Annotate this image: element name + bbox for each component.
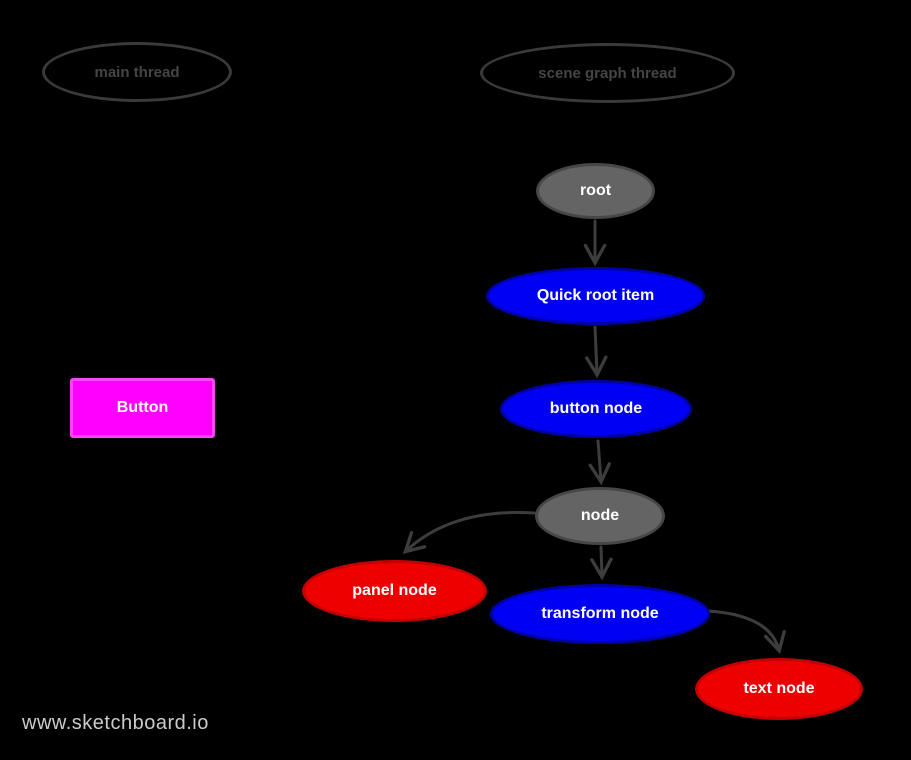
node-button-node[interactable]: button node [500, 380, 692, 438]
node-text-node-label: text node [743, 680, 815, 697]
edge-transform-node-to-text-node[interactable] [706, 609, 786, 655]
edge-quick-root-item-to-button-node[interactable] [585, 325, 608, 379]
node-transform-node-label: transform node [541, 605, 659, 622]
node-button-node-label: button node [549, 400, 643, 417]
button-rect[interactable]: Button [70, 378, 215, 438]
node-panel-node[interactable]: panel node [302, 560, 487, 622]
scene-graph-thread-label: scene graph thread [538, 64, 677, 82]
edge-button-node-to-node[interactable] [588, 439, 611, 486]
scene-graph-thread-oval[interactable]: scene graph thread [480, 43, 735, 103]
node-node[interactable]: node [535, 487, 665, 545]
node-panel-node-label: panel node [352, 582, 437, 599]
main-thread-label: main thread [94, 63, 180, 81]
node-transform-node[interactable]: transform node [490, 584, 710, 644]
main-thread-oval[interactable]: main thread [42, 42, 232, 102]
node-quick-root-item-label: Quick root item [536, 287, 655, 304]
node-quick-root-item[interactable]: Quick root item [486, 267, 705, 325]
sketchboard-watermark: www.sketchboard.io [22, 712, 209, 734]
edge-node-to-panel-node[interactable] [402, 511, 536, 554]
node-root[interactable]: root [536, 163, 655, 219]
edge-node-to-transform-node[interactable] [590, 545, 613, 581]
node-text-node[interactable]: text node [695, 658, 863, 720]
button-rect-label: Button [116, 399, 169, 416]
node-root-label: root [579, 182, 612, 199]
node-node-label: node [580, 507, 620, 524]
